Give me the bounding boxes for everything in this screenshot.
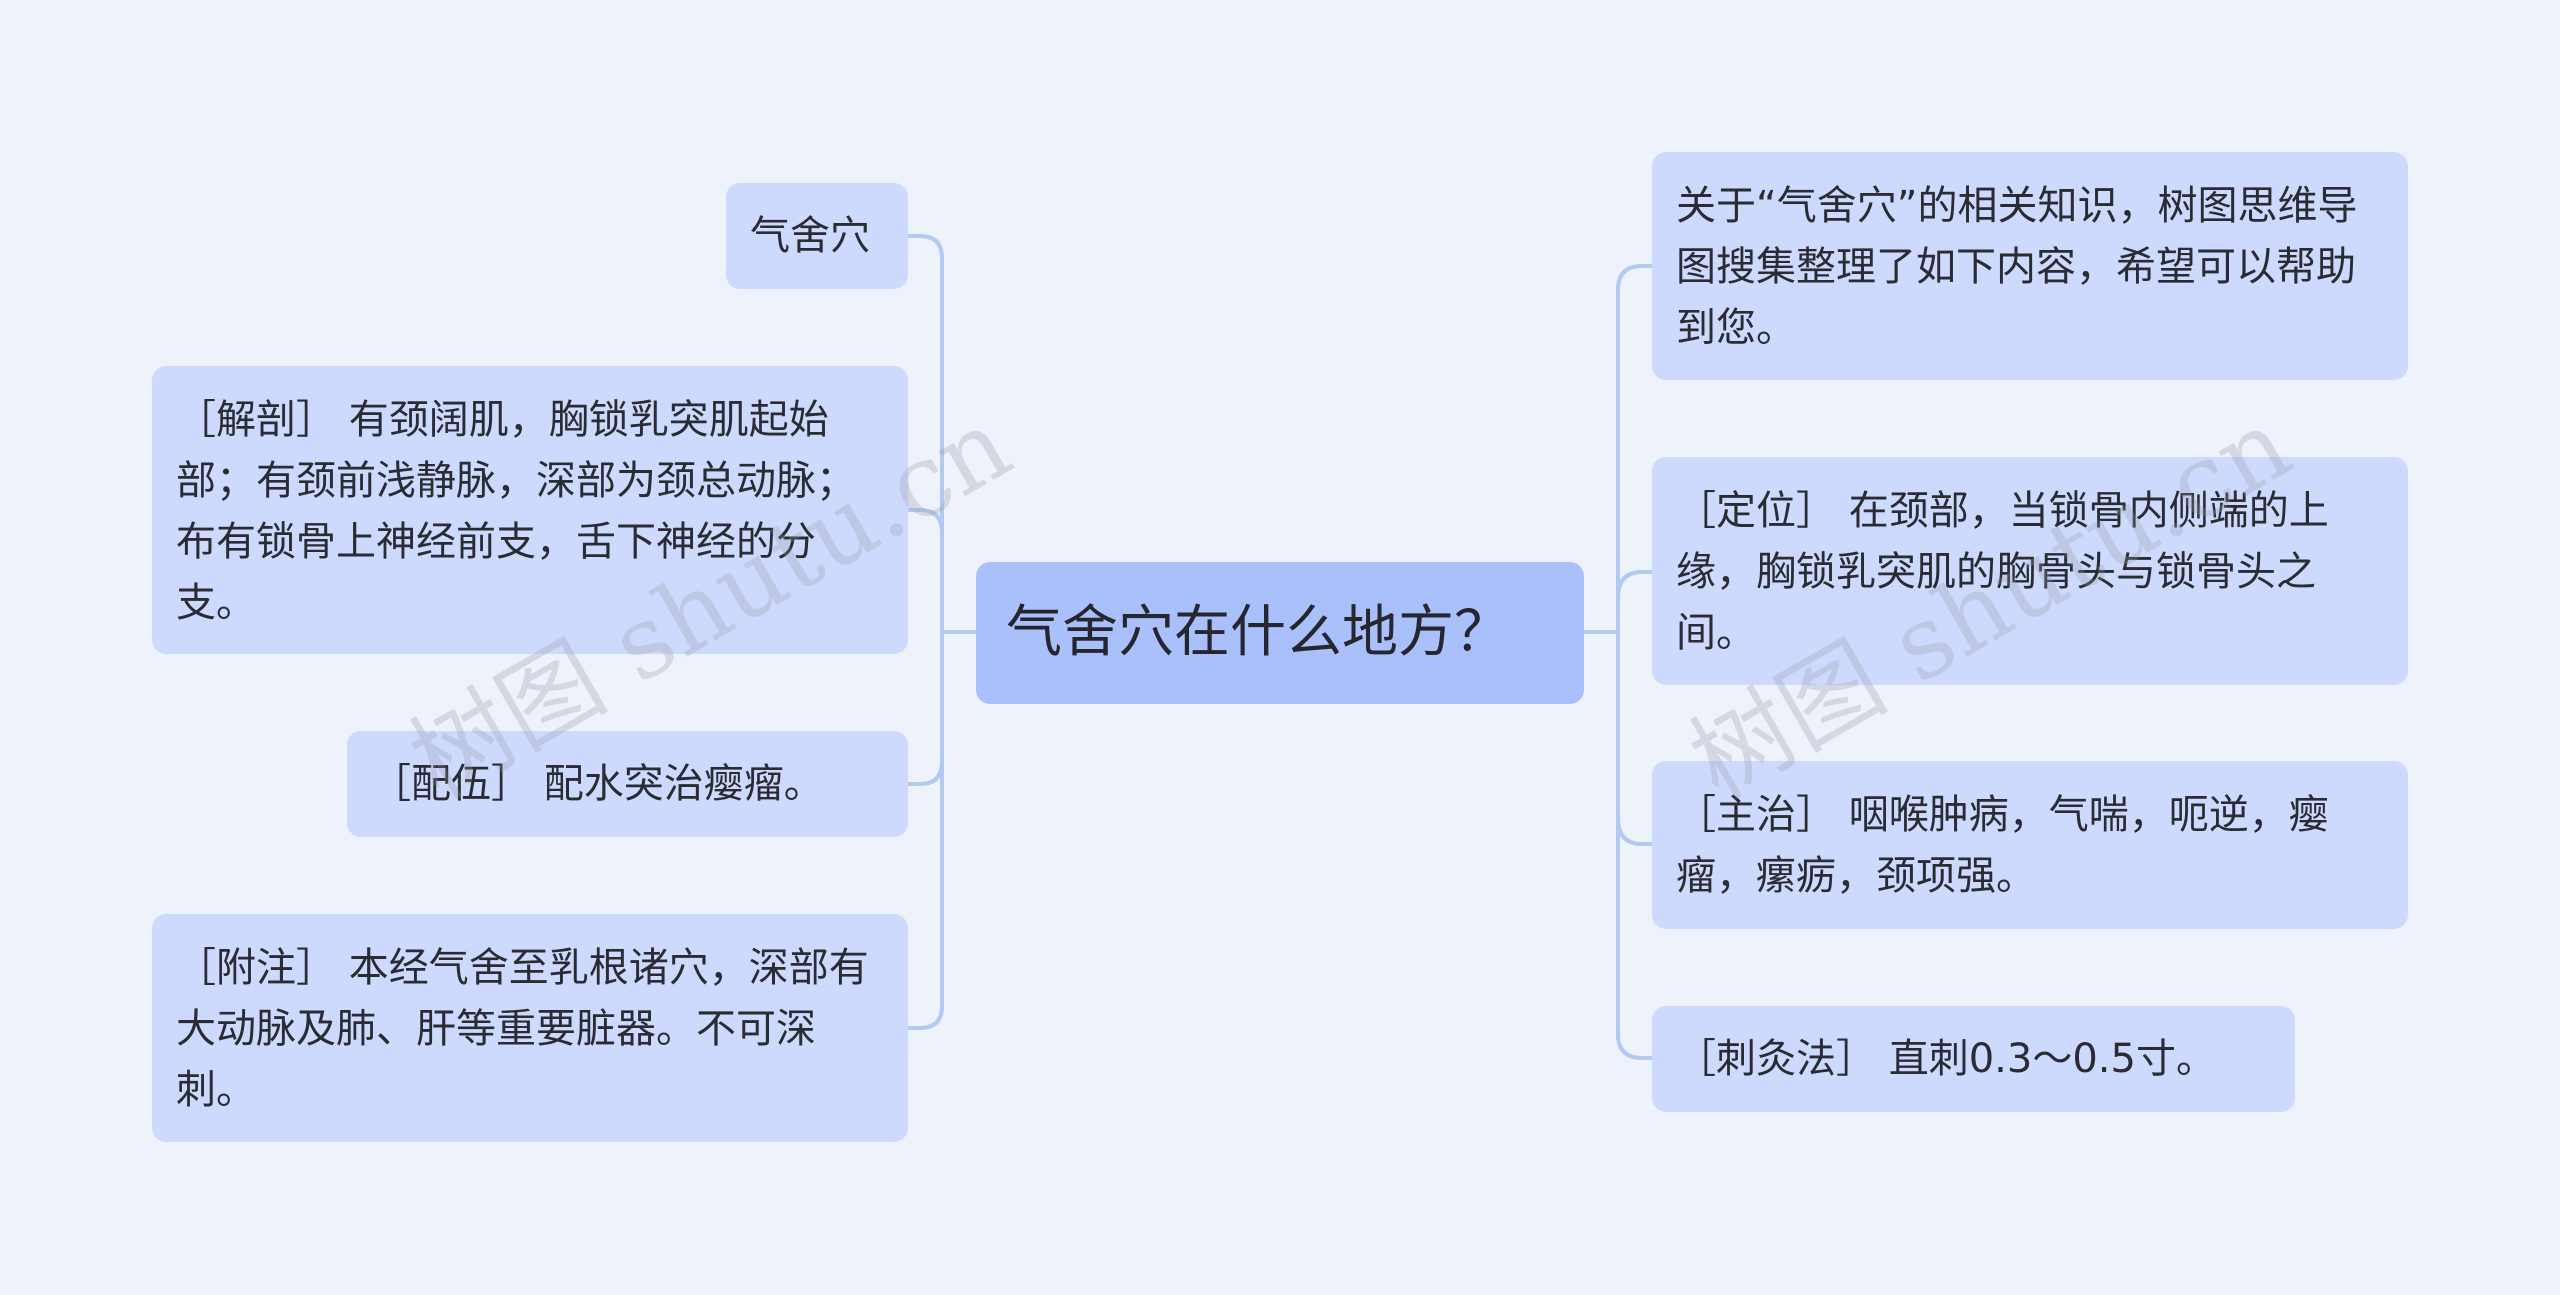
left-topic-4-label: ［附注］ 本经气舍至乳根诸穴，深部有大动脉及肺、肝等重要脏器。不可深刺。 <box>176 945 869 1113</box>
left-topic-1-label: 气舍穴 <box>750 213 870 259</box>
connector-left-3 <box>908 761 944 786</box>
root-topic-label: 气舍穴在什么地方？ <box>1006 600 1510 665</box>
left-topic-4[interactable]: ［附注］ 本经气舍至乳根诸穴，深部有大动脉及肺、肝等重要脏器。不可深刺。 <box>152 914 908 1142</box>
connector-right-1 <box>1616 264 1652 291</box>
connector-left-2 <box>908 508 944 533</box>
right-topic-2[interactable]: ［定位］ 在颈部，当锁骨内侧端的上缘，胸锁乳突肌的胸骨头与锁骨头之间。 <box>1652 457 2408 685</box>
right-topic-3[interactable]: ［主治］ 咽喉肿病，气喘，呃逆，瘿瘤，瘰疬，颈项强。 <box>1652 761 2408 929</box>
left-topic-3-label: ［配伍］ 配水突治瘿瘤。 <box>371 761 824 807</box>
connector-right-2 <box>1616 570 1652 599</box>
root-topic[interactable]: 气舍穴在什么地方？ <box>976 562 1584 704</box>
right-topic-4-label: ［刺灸法］ 直刺0.3～0.5寸。 <box>1676 1036 2216 1082</box>
connector-right-4 <box>1616 1033 1652 1060</box>
right-topic-2-label: ［定位］ 在颈部，当锁骨内侧端的上缘，胸锁乳突肌的胸骨头与锁骨头之间。 <box>1676 488 2329 656</box>
left-topic-2-label: ［解剖］ 有颈阔肌，胸锁乳突肌起始部；有颈前浅静脉，深部为颈总动脉；布有锁骨上神… <box>176 397 856 626</box>
connector-right-3 <box>1616 817 1652 846</box>
right-topic-1-label: 关于“气舍穴”的相关知识，树图思维导图搜集整理了如下内容，希望可以帮助到您。 <box>1676 183 2358 351</box>
left-topic-3[interactable]: ［配伍］ 配水突治瘿瘤。 <box>347 731 908 837</box>
right-topic-4[interactable]: ［刺灸法］ 直刺0.3～0.5寸。 <box>1652 1006 2295 1112</box>
left-topic-1[interactable]: 气舍穴 <box>726 183 908 289</box>
connector-left-1 <box>908 234 944 259</box>
left-topic-2[interactable]: ［解剖］ 有颈阔肌，胸锁乳突肌起始部；有颈前浅静脉，深部为颈总动脉；布有锁骨上神… <box>152 366 908 654</box>
connector-left-4 <box>908 1005 944 1030</box>
right-topic-1[interactable]: 关于“气舍穴”的相关知识，树图思维导图搜集整理了如下内容，希望可以帮助到您。 <box>1652 152 2408 380</box>
right-topic-3-label: ［主治］ 咽喉肿病，气喘，呃逆，瘿瘤，瘰疬，颈项强。 <box>1676 792 2329 899</box>
